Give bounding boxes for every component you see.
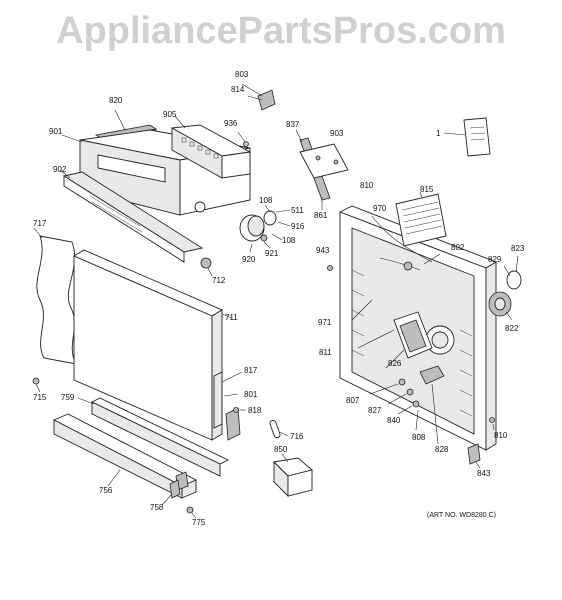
watermark: AppliancePartsPros.com: [56, 10, 506, 52]
module-850: [273, 453, 313, 498]
callout-715: 715: [33, 393, 47, 402]
door-panel-711: [73, 249, 233, 441]
callout-803: 803: [235, 70, 249, 79]
screw-810b: [489, 417, 495, 431]
callout-801: 801: [244, 390, 258, 399]
callout-711: 711: [225, 313, 238, 322]
callout-1: 1: [436, 129, 441, 138]
callout-108-top: 108: [259, 196, 273, 205]
selector-knob-920: [239, 204, 291, 253]
callout-826: 826: [388, 359, 402, 368]
callout-820: 820: [109, 96, 123, 105]
art-number: (ART NO. WD8280 C): [427, 512, 496, 519]
hinge-843: [467, 443, 481, 469]
rinse-aid-cap-823-829-822: [488, 255, 522, 321]
callout-815: 815: [420, 185, 434, 194]
callout-827: 827: [368, 406, 382, 415]
bracket-817-801: [213, 371, 243, 429]
callout-712: 712: [212, 276, 226, 285]
callout-807: 807: [346, 396, 360, 405]
callout-843: 843: [477, 469, 491, 478]
callout-810-top: 810: [360, 181, 374, 190]
callout-756: 756: [99, 486, 113, 495]
callout-716: 716: [290, 432, 304, 441]
callout-759: 759: [61, 393, 75, 402]
clip-818: [225, 407, 246, 441]
detergent-dispenser-826: [385, 311, 433, 369]
latch-parts-807-827-840-808: [369, 378, 420, 431]
lower-panel-756: [52, 413, 198, 499]
callout-808: 808: [412, 433, 426, 442]
callout-901: 901: [49, 127, 63, 136]
callout-822: 822: [505, 324, 519, 333]
vent-903: [299, 143, 349, 179]
literature-1: [443, 117, 491, 157]
callout-814: 814: [231, 85, 245, 94]
callout-902: 902: [53, 165, 67, 174]
control-board-905: [170, 115, 252, 179]
vent-cover-815: [395, 191, 447, 247]
callout-511: 511: [291, 206, 304, 215]
callout-840: 840: [387, 416, 401, 425]
screw-775: [186, 506, 197, 519]
callout-811: 811: [319, 348, 332, 357]
callout-916: 916: [291, 222, 305, 231]
callout-810-bottom: 810: [494, 431, 508, 440]
callout-829: 829: [488, 255, 502, 264]
toe-kick-759: [77, 397, 230, 477]
callout-828: 828: [435, 445, 449, 454]
touchpad-902: [59, 169, 204, 263]
insulation-717: [33, 227, 77, 365]
callout-758: 758: [150, 503, 164, 512]
screw-943: [327, 265, 333, 271]
foot-712: [200, 257, 213, 277]
callout-817: 817: [244, 366, 258, 375]
lever-828: [419, 365, 445, 445]
callout-823: 823: [511, 244, 525, 253]
callout-108-bottom: 108: [282, 236, 296, 245]
callout-905: 905: [163, 110, 177, 119]
link-716: [269, 419, 289, 439]
callout-943: 943: [316, 246, 330, 255]
callout-920: 920: [242, 255, 256, 264]
callout-861: 861: [314, 211, 328, 220]
screw-715: [32, 377, 41, 393]
wire-harness-970-802: [371, 215, 441, 271]
callout-903: 903: [330, 129, 344, 138]
hinge-758: [161, 479, 181, 506]
callout-837: 837: [286, 120, 300, 129]
callout-936: 936: [224, 119, 238, 128]
callout-717: 717: [33, 219, 47, 228]
screw-936: [237, 131, 249, 147]
callout-802: 802: [451, 243, 465, 252]
callout-818: 818: [248, 406, 262, 415]
callout-921: 921: [265, 249, 279, 258]
callout-970: 970: [373, 204, 387, 213]
callout-850: 850: [274, 445, 288, 454]
bracket-803-814: [241, 83, 276, 111]
callout-971: 971: [318, 318, 332, 327]
callout-775: 775: [192, 518, 206, 527]
